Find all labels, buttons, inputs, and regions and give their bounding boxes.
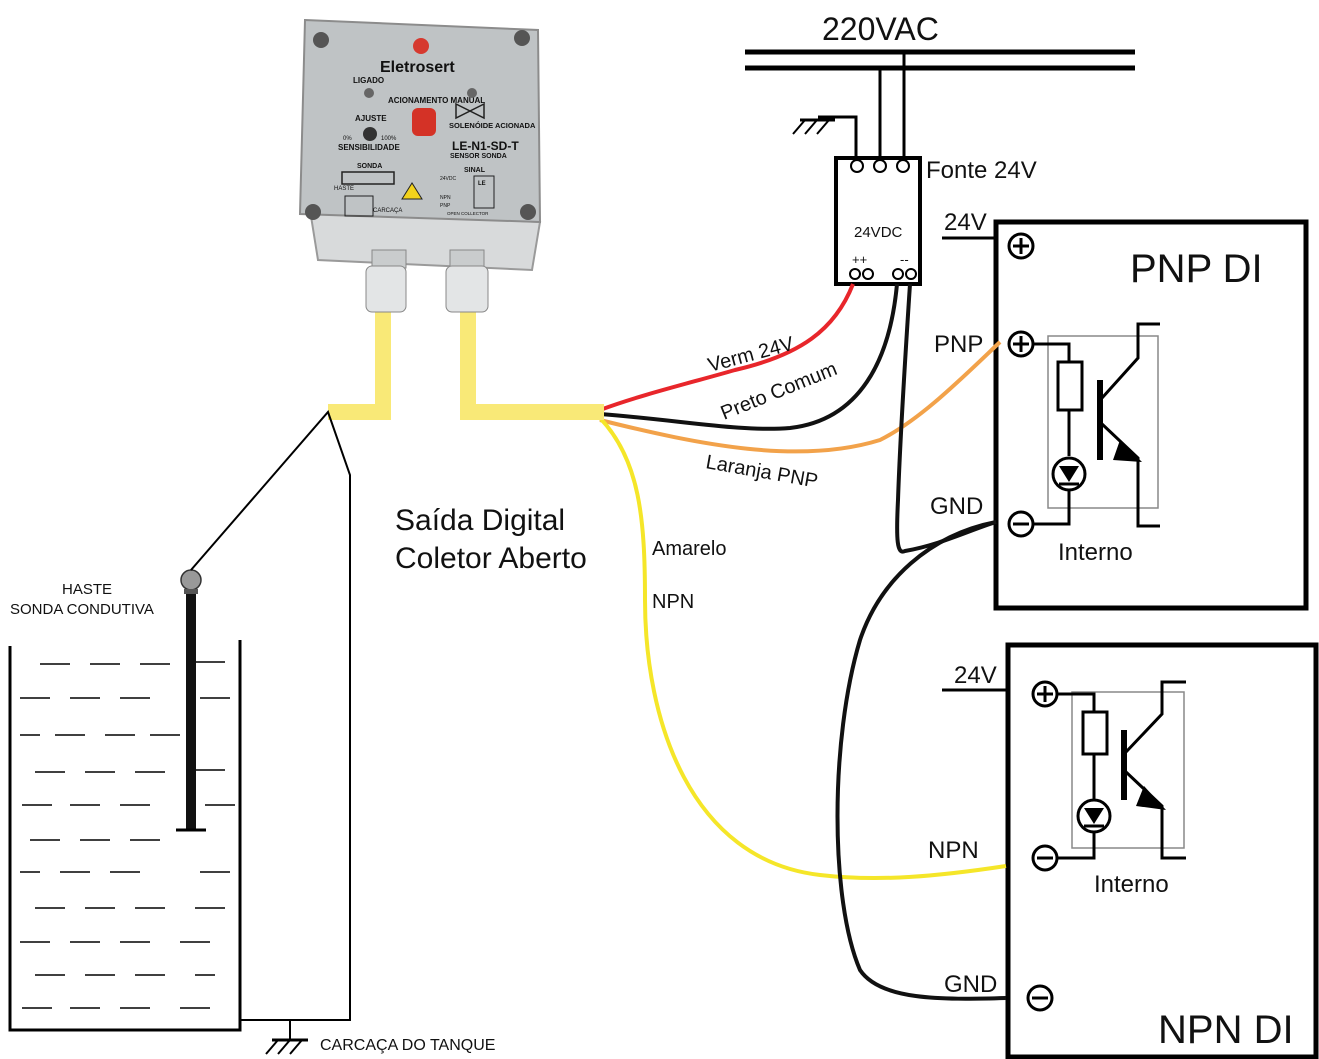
v24-label: 24VDC — [440, 176, 457, 182]
tank-ground-label: CARCAÇA DO TANQUE — [320, 1037, 495, 1054]
wire-bundle — [598, 283, 1007, 1001]
red-wire-label: Verm 24V — [706, 333, 797, 377]
manual-button-icon — [412, 108, 436, 136]
sensor-cable — [328, 310, 604, 420]
le-label: LE — [478, 181, 486, 187]
pnp-small-label: PNP — [440, 203, 451, 209]
signal-label: SINAL — [464, 167, 486, 174]
led-icon — [467, 88, 477, 98]
power-supply: 24VDC ++ -- — [834, 156, 922, 286]
npn-di-module: NPN DI 24V NPN Interno GND — [928, 642, 1319, 1059]
pnp-24v-label: 24V — [944, 209, 987, 236]
plus-terminal-icon — [1007, 232, 1035, 260]
open-collector-label: OPEN COLLECTOR — [447, 211, 489, 216]
psu-plus-label: ++ — [852, 252, 867, 267]
rod-label-line1: HASTE — [62, 581, 112, 598]
output-label-line2: Coletor Aberto — [395, 542, 587, 575]
earth-symbol — [792, 115, 858, 162]
manual-label: ACIONAMENTO MANUAL — [388, 96, 485, 105]
knob-icon — [363, 127, 377, 141]
pnp-internal-label: Interno — [1058, 539, 1133, 566]
npn-internal-label: Interno — [1094, 871, 1169, 898]
scale-max: 100% — [381, 136, 397, 142]
output-label-line1: Saída Digital — [395, 504, 565, 537]
npn-24v-label: 24V — [954, 662, 997, 689]
mains-label: 220VAC — [822, 11, 939, 47]
valve-icon — [455, 102, 485, 120]
scale-min: 0% — [343, 136, 352, 142]
npn-gnd-label: GND — [944, 971, 997, 998]
rod-label: HASTE — [334, 186, 354, 192]
npn-module-title: NPN DI — [1158, 1008, 1294, 1052]
water-lines — [20, 661, 235, 1009]
pnp-input-label: PNP — [934, 331, 983, 358]
sensor-box: Eletrosert LIGADO ACIONAMENTO MANUAL SOL… — [298, 18, 542, 313]
rod-label-line2: SONDA CONDUTIVA — [10, 601, 154, 618]
optocoupler-icon — [1057, 680, 1186, 860]
pnp-gnd-label: GND — [930, 493, 983, 520]
optocoupler-icon — [1033, 322, 1160, 528]
cable-gland-icon — [445, 249, 489, 313]
screw-icon — [520, 204, 536, 220]
yellow-wire — [598, 416, 1007, 881]
tank — [8, 410, 351, 1055]
yellow-wire-label: Amarelo — [652, 538, 726, 560]
brand-name: Eletrosert — [380, 59, 455, 76]
led-icon — [364, 88, 374, 98]
warning-icon — [401, 182, 423, 200]
solenoid-label: SOLENÓIDE ACIONADA — [449, 121, 536, 130]
npn-input-label: NPN — [928, 837, 979, 864]
model-label: LE-N1-SD-T — [452, 139, 519, 153]
led-on-label: LIGADO — [353, 76, 384, 85]
psu-label: Fonte 24V — [926, 157, 1037, 184]
probe-label: SONDA — [357, 163, 382, 170]
screw-icon — [313, 32, 329, 48]
brand-logo-icon — [413, 38, 429, 54]
pnp-di-module: PNP DI 24V PNP GND Interno — [930, 209, 1309, 611]
red-wire — [599, 283, 855, 412]
psu-face-label: 24VDC — [854, 224, 903, 241]
screw-icon — [305, 204, 321, 220]
sensitivity-label: SENSIBILIDADE — [338, 143, 400, 152]
orange-wire-label: Laranja PNP — [704, 451, 820, 492]
adjust-label: AJUSTE — [355, 114, 387, 123]
black-wire — [599, 283, 899, 431]
psu-minus-label: -- — [900, 252, 909, 267]
model-sub-label: SENSOR SONDA — [450, 153, 507, 160]
minus-terminal-icon — [1026, 984, 1054, 1012]
screw-icon — [514, 30, 530, 46]
pnp-module-title: PNP DI — [1130, 247, 1263, 291]
probe-rod-icon — [176, 569, 206, 832]
cable-gland-icon — [365, 249, 407, 313]
gnd-wire-npn — [835, 520, 1007, 1001]
mains-bus: 220VAC — [745, 11, 1135, 71]
housing-label: CARCAÇA — [373, 208, 402, 214]
orange-wire — [599, 340, 1002, 454]
yellow-npn-label: NPN — [652, 591, 694, 613]
npn-small-label: NPN — [440, 195, 451, 201]
